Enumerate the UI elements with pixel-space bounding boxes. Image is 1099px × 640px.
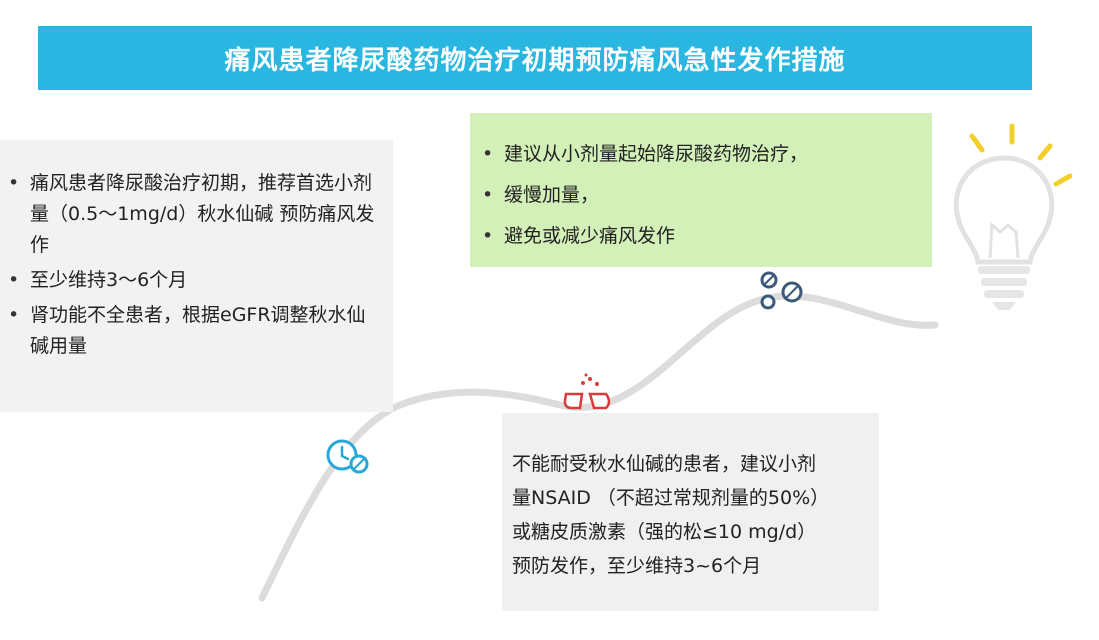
colchicine-intolerance-panel: 不能耐受秋水仙碱的患者，建议小剂 量NSAID （不超过常规剂量的50%） 或糖… [502,413,879,611]
light-bulb-icon [953,123,1073,310]
dose-titration-panel: 建议从小剂量起始降尿酸药物治疗， 缓慢加量， 避免或减少痛风发作 [470,113,932,267]
page-title: 痛风患者降尿酸药物治疗初期预防痛风急性发作措施 [224,45,846,76]
list-item: 避免或减少痛风发作 [480,221,920,252]
colchicine-recommendation-panel: 痛风患者降尿酸治疗初期，推荐首选小剂量（0.5～1mg/d）秋水仙碱 预防痛风发… [0,140,393,412]
panel-text-line: 不能耐受秋水仙碱的患者，建议小剂 [512,453,817,475]
recommendation-list: 痛风患者降尿酸治疗初期，推荐首选小剂量（0.5～1mg/d）秋水仙碱 预防痛风发… [6,168,381,362]
titration-list: 建议从小剂量起始降尿酸药物治疗， 缓慢加量， 避免或减少痛风发作 [480,139,920,252]
list-item: 痛风患者降尿酸治疗初期，推荐首选小剂量（0.5～1mg/d）秋水仙碱 预防痛风发… [6,168,381,261]
pills-icon [760,271,803,310]
panel-text-line: 量NSAID （不超过常规剂量的50%） [512,487,830,509]
list-item: 建议从小剂量起始降尿酸药物治疗， [480,139,920,170]
broken-capsule-icon [563,373,611,410]
list-item: 至少维持3～6个月 [6,265,381,296]
list-item: 肾功能不全患者，根据eGFR调整秋水仙碱用量 [6,300,381,362]
panel-text-line: 预防发作，至少维持3~6个月 [512,555,762,577]
title-banner: 痛风患者降尿酸药物治疗初期预防痛风急性发作措施 [38,26,1032,90]
list-item: 缓慢加量， [480,180,920,211]
panel-text-line: 或糖皮质激素（强的松≤10 mg/d） [512,521,817,543]
clock-pill-icon [326,439,369,474]
